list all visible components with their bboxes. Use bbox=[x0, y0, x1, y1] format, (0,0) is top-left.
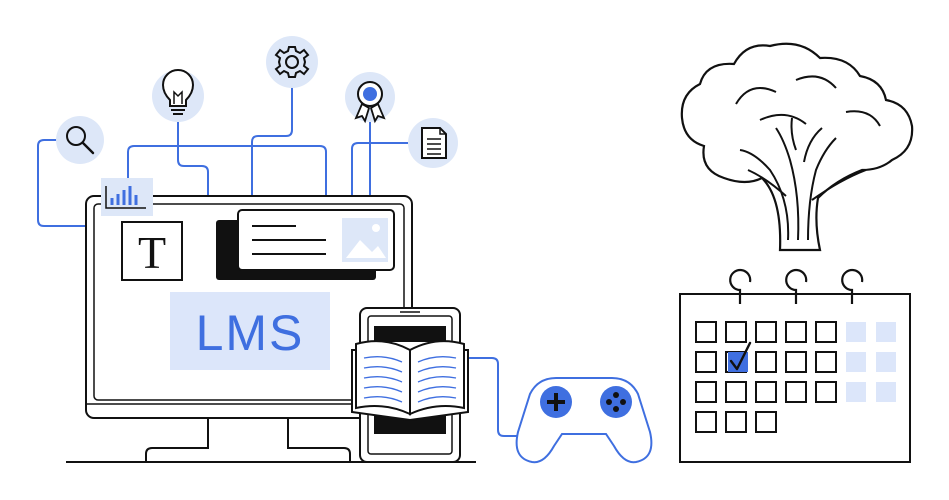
award-ribbon-icon[interactable] bbox=[345, 72, 395, 124]
calendar-day-cell[interactable] bbox=[785, 351, 807, 373]
calendar-day-cell[interactable] bbox=[695, 381, 717, 403]
calendar-day-cell[interactable] bbox=[695, 351, 717, 373]
lms-label: LMS bbox=[196, 305, 305, 361]
calendar-day-cell[interactable] bbox=[695, 321, 717, 343]
calendar-weekend-cell[interactable] bbox=[876, 322, 896, 342]
calendar-day-cell[interactable] bbox=[725, 321, 747, 343]
bar-chart-icon[interactable] bbox=[101, 178, 153, 216]
calendar-icon[interactable] bbox=[679, 268, 911, 463]
calendar-day-cell[interactable] bbox=[755, 321, 777, 343]
calendar-weekend-cell[interactable] bbox=[846, 382, 866, 402]
document-icon[interactable] bbox=[408, 118, 458, 168]
lms-banner: LMS bbox=[170, 292, 330, 370]
tree-icon bbox=[680, 42, 914, 252]
calendar-day-cell[interactable] bbox=[815, 381, 837, 403]
image-icon bbox=[342, 218, 388, 262]
calendar-day-cell[interactable] bbox=[725, 411, 747, 433]
calendar-day-cell[interactable] bbox=[815, 321, 837, 343]
calendar-day-cell[interactable] bbox=[755, 351, 777, 373]
card-text-lines bbox=[252, 225, 326, 255]
content-card[interactable] bbox=[216, 209, 395, 280]
calendar-weekend-cell[interactable] bbox=[876, 352, 896, 372]
calendar-day-cell[interactable] bbox=[785, 381, 807, 403]
calendar-day-cell[interactable] bbox=[785, 321, 807, 343]
calendar-day-cell[interactable] bbox=[725, 381, 747, 403]
calendar-weekend-cell[interactable] bbox=[846, 352, 866, 372]
calendar-day-cell[interactable] bbox=[695, 411, 717, 433]
gamepad-icon[interactable] bbox=[515, 377, 653, 464]
calendar-weekend-cell[interactable] bbox=[846, 322, 866, 342]
connector-lines bbox=[37, 86, 524, 437]
text-tile-glyph: T bbox=[138, 227, 166, 278]
calendar-rings bbox=[729, 268, 864, 304]
open-book-icon[interactable] bbox=[351, 340, 469, 422]
text-tile[interactable]: T bbox=[121, 221, 183, 281]
calendar-day-cell[interactable] bbox=[755, 411, 777, 433]
calendar-weekend-cell[interactable] bbox=[876, 382, 896, 402]
checkmark-icon bbox=[728, 341, 752, 372]
gear-icon[interactable] bbox=[266, 36, 318, 88]
search-icon[interactable] bbox=[56, 116, 104, 164]
calendar-day-cell[interactable] bbox=[755, 381, 777, 403]
calendar-day-cell[interactable] bbox=[815, 351, 837, 373]
lightbulb-icon[interactable] bbox=[152, 69, 204, 122]
